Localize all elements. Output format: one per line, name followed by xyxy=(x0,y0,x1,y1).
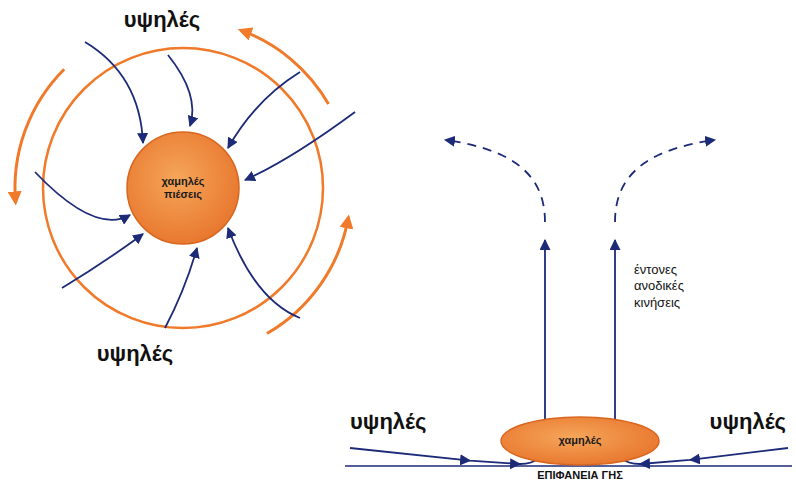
rotation-arrow xyxy=(241,30,329,104)
motion-note: έντονες ανοδικές κινήσεις xyxy=(634,262,714,311)
node-text: χαμηλές πιέσεις xyxy=(146,175,220,201)
inflow-arrow xyxy=(62,234,143,288)
inflow-arrow xyxy=(85,42,143,143)
node-text: χαμηλές xyxy=(559,434,602,447)
inflow-arrow xyxy=(165,248,197,328)
ellipse-outline xyxy=(501,417,659,465)
rotation-arrow xyxy=(15,69,64,202)
dashed-outflow xyxy=(615,140,715,222)
pressure-label: υψηλές xyxy=(124,6,200,34)
ground-label: ΕΠΙΦΑΝΕΙΑ ΓΗΣ xyxy=(537,469,623,483)
inflow-arrow xyxy=(35,172,130,220)
inflow-arrow xyxy=(245,112,355,180)
rotation-arrow xyxy=(267,217,348,333)
isobar-ring xyxy=(43,48,323,328)
inflow-arrow xyxy=(228,72,300,148)
pressure-label: υψηλές xyxy=(350,408,426,436)
dashed-outflow xyxy=(445,140,545,222)
inflow-arrow xyxy=(228,228,300,318)
pressure-label: υψηλές xyxy=(97,340,173,368)
inflow-arrow xyxy=(168,55,192,126)
low-pressure-ellipse: χαμηλές xyxy=(500,416,660,466)
circle-outline xyxy=(127,132,239,244)
low-pressure-circle: χαμηλές πιέσεις xyxy=(126,131,240,245)
pressure-label: υψηλές xyxy=(710,408,786,436)
